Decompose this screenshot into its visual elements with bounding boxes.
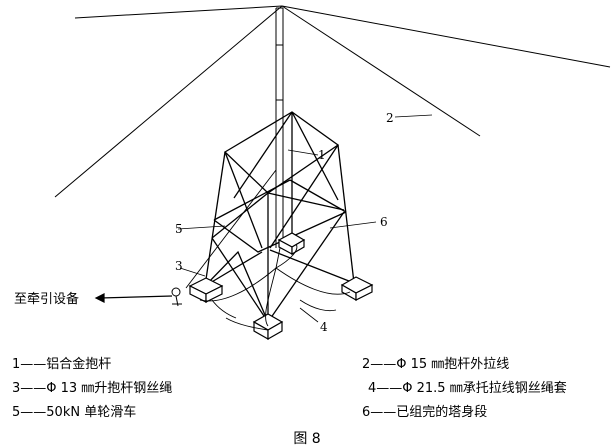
tower-body-section: [204, 111, 355, 323]
callout-5: 5: [175, 222, 183, 236]
foundation-left: [188, 277, 224, 303]
legend-item-6: 6——已组完的塔身段: [362, 405, 488, 420]
foundation-back: [277, 232, 306, 256]
sling-ropes: [199, 243, 351, 331]
traction-label: 至牵引设备: [14, 291, 79, 307]
legend-item-3: 3——Φ 13 ㎜升抱杆钢丝绳: [12, 381, 173, 396]
callout-leaders: [177, 114, 433, 323]
legend-item-1: 1——铝合金抱杆: [12, 357, 112, 372]
callout-1: 1: [318, 148, 326, 162]
foundation-blocks: [188, 232, 374, 341]
figure-caption: 图 8: [293, 431, 321, 447]
single-sheave-pulley: [171, 287, 182, 307]
legend-item-5: 5——50kN 单轮滑车: [12, 405, 137, 420]
outer-guy-wires: [54, 5, 611, 198]
callout-6: 6: [380, 215, 388, 229]
gin-pole: [275, 7, 284, 248]
callout-3: 3: [175, 259, 183, 273]
traction-arrow: [94, 293, 173, 303]
callout-labels: 2 1 5 6 3 4: [175, 111, 394, 334]
foundation-front: [252, 313, 284, 341]
callout-4: 4: [320, 320, 328, 334]
legend-item-4: 4——Φ 21.5 ㎜承托拉线钢丝绳套: [368, 381, 567, 396]
legend-item-2: 2——Φ 15 ㎜抱杆外拉线: [362, 357, 510, 372]
lifting-wire-rope: [185, 169, 281, 289]
callout-2: 2: [386, 111, 394, 125]
